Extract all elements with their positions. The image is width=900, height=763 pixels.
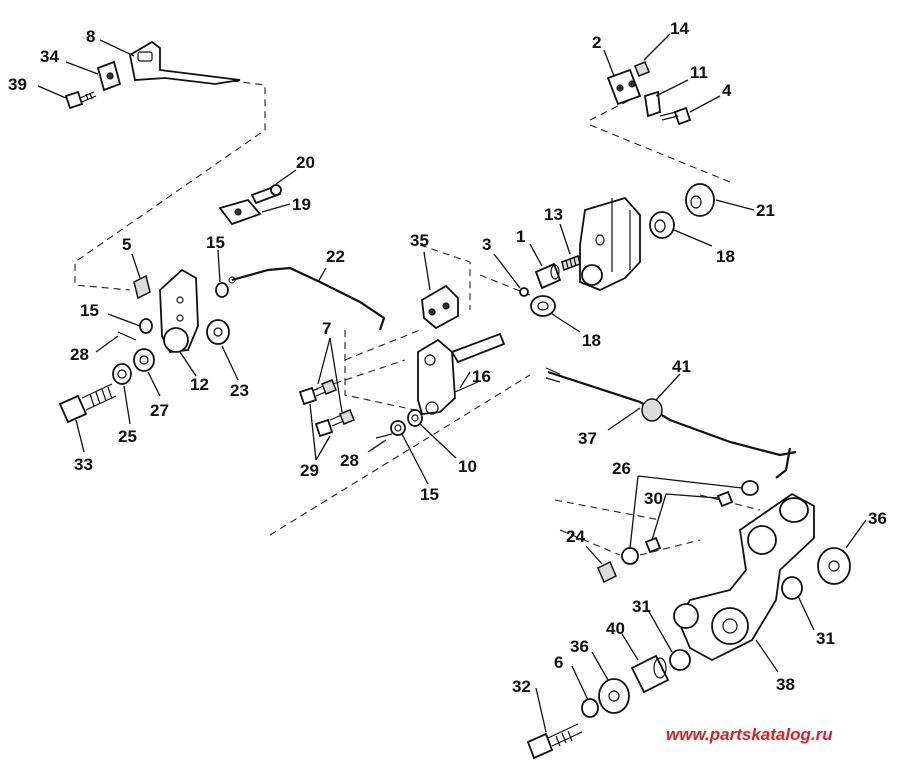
callout-12: 12: [190, 375, 209, 394]
callout-41: 41: [672, 357, 691, 376]
callout-31-right: 31: [816, 629, 835, 648]
leader-lines: [37, 33, 867, 733]
callout-18-upper: 18: [716, 247, 735, 266]
clip-11: [643, 90, 661, 118]
callout-28-left: 28: [70, 345, 89, 364]
washer-23: [206, 319, 230, 345]
callout-37: 37: [578, 429, 597, 448]
callout-25: 25: [118, 427, 137, 446]
spring-13: [561, 255, 581, 271]
callout-15-left: 15: [80, 301, 99, 320]
bushing-31-right: [781, 576, 803, 600]
callout-15-center: 15: [420, 485, 439, 504]
callout-19: 19: [292, 195, 311, 214]
callout-32: 32: [512, 677, 531, 696]
callout-29: 29: [300, 461, 319, 480]
callout-8: 8: [86, 27, 95, 46]
nut-30-upper: [716, 490, 734, 508]
callout-24: 24: [566, 527, 585, 546]
bracket-8: [128, 40, 241, 85]
callout-22: 22: [326, 247, 345, 266]
washer-27: [133, 348, 155, 372]
clevis-19: [218, 198, 262, 226]
washer-6: [581, 698, 599, 718]
callout-6: 6: [554, 653, 563, 672]
bolt-33: [58, 383, 117, 424]
washer-26-upper: [741, 480, 759, 496]
callout-10: 10: [458, 457, 477, 476]
bushing-18-lower: [530, 295, 556, 317]
washer-15-left-upper: [215, 282, 229, 298]
washer-36-right: [817, 547, 851, 585]
callout-35: 35: [410, 231, 429, 250]
callout-1: 1: [516, 227, 525, 246]
callout-40: 40: [606, 619, 625, 638]
throttle-lever-12: [159, 268, 199, 353]
lever-arm-center: [417, 332, 506, 415]
bushing-18-upper: [649, 211, 675, 239]
clamp-2: [606, 68, 642, 106]
callout-23: 23: [230, 381, 249, 400]
rod-37: [545, 367, 797, 479]
spacer-40: [630, 654, 670, 694]
spacer-1: [534, 262, 562, 290]
callout-11: 11: [690, 63, 708, 82]
assembly-dashed-lines: [74, 71, 761, 556]
callout-33: 33: [74, 455, 93, 474]
callout-15-upper: 15: [206, 233, 225, 252]
callout-21: 21: [756, 201, 775, 220]
bolt-32: [526, 723, 583, 760]
callout-16: 16: [472, 367, 491, 386]
bushing-31-left: [669, 649, 691, 671]
bolt-4: [659, 106, 692, 126]
callout-27: 27: [150, 401, 169, 420]
cotter-28-center: [375, 433, 393, 439]
callout-36-right: 36: [868, 509, 887, 528]
bolt-14: [634, 61, 650, 77]
washer-36-left: [598, 678, 630, 714]
bracket-38: [673, 492, 815, 662]
watermark-text: www.partskatalog.ru: [666, 725, 833, 744]
washer-10: [407, 409, 423, 427]
callout-14: 14: [670, 19, 689, 38]
clip-5: [133, 274, 151, 300]
callout-3: 3: [482, 235, 491, 254]
nut-24: [597, 560, 617, 584]
callout-2: 2: [592, 33, 601, 52]
plate-34: [96, 60, 122, 92]
pin-16: [454, 381, 479, 393]
throttle-arm-upper: [579, 196, 641, 291]
callout-36-left: 36: [570, 637, 589, 656]
ball-3: [519, 287, 529, 297]
link-block-35: [421, 284, 459, 330]
callout-18-lower: 18: [582, 331, 601, 350]
callout-28-center: 28: [340, 451, 359, 470]
callout-labels: 8 34 39 2 14 11 4 20 19 21 13 5 15 22 35…: [8, 19, 887, 696]
callout-7: 7: [322, 319, 331, 338]
callout-20: 20: [296, 153, 315, 172]
nut-30-lower: [644, 536, 662, 554]
pin-20: [250, 184, 282, 205]
callout-13: 13: [544, 205, 563, 224]
screws-29-7: [298, 379, 355, 438]
callout-30: 30: [644, 489, 663, 508]
bolt-39: [64, 90, 97, 110]
callout-4: 4: [722, 81, 732, 100]
washer-15-left-lower: [139, 318, 153, 334]
callout-38: 38: [776, 675, 795, 694]
callout-26: 26: [612, 459, 631, 478]
callout-34: 34: [40, 47, 59, 66]
callout-31-left: 31: [632, 597, 651, 616]
rod-22: [228, 266, 386, 331]
cotter-28-left: [117, 331, 137, 341]
bushing-21: [685, 183, 715, 217]
washer-15-center: [390, 420, 406, 436]
washer-25: [112, 363, 132, 385]
washer-26-lower: [621, 547, 639, 565]
callout-39: 39: [8, 75, 27, 94]
callout-5: 5: [122, 235, 131, 254]
